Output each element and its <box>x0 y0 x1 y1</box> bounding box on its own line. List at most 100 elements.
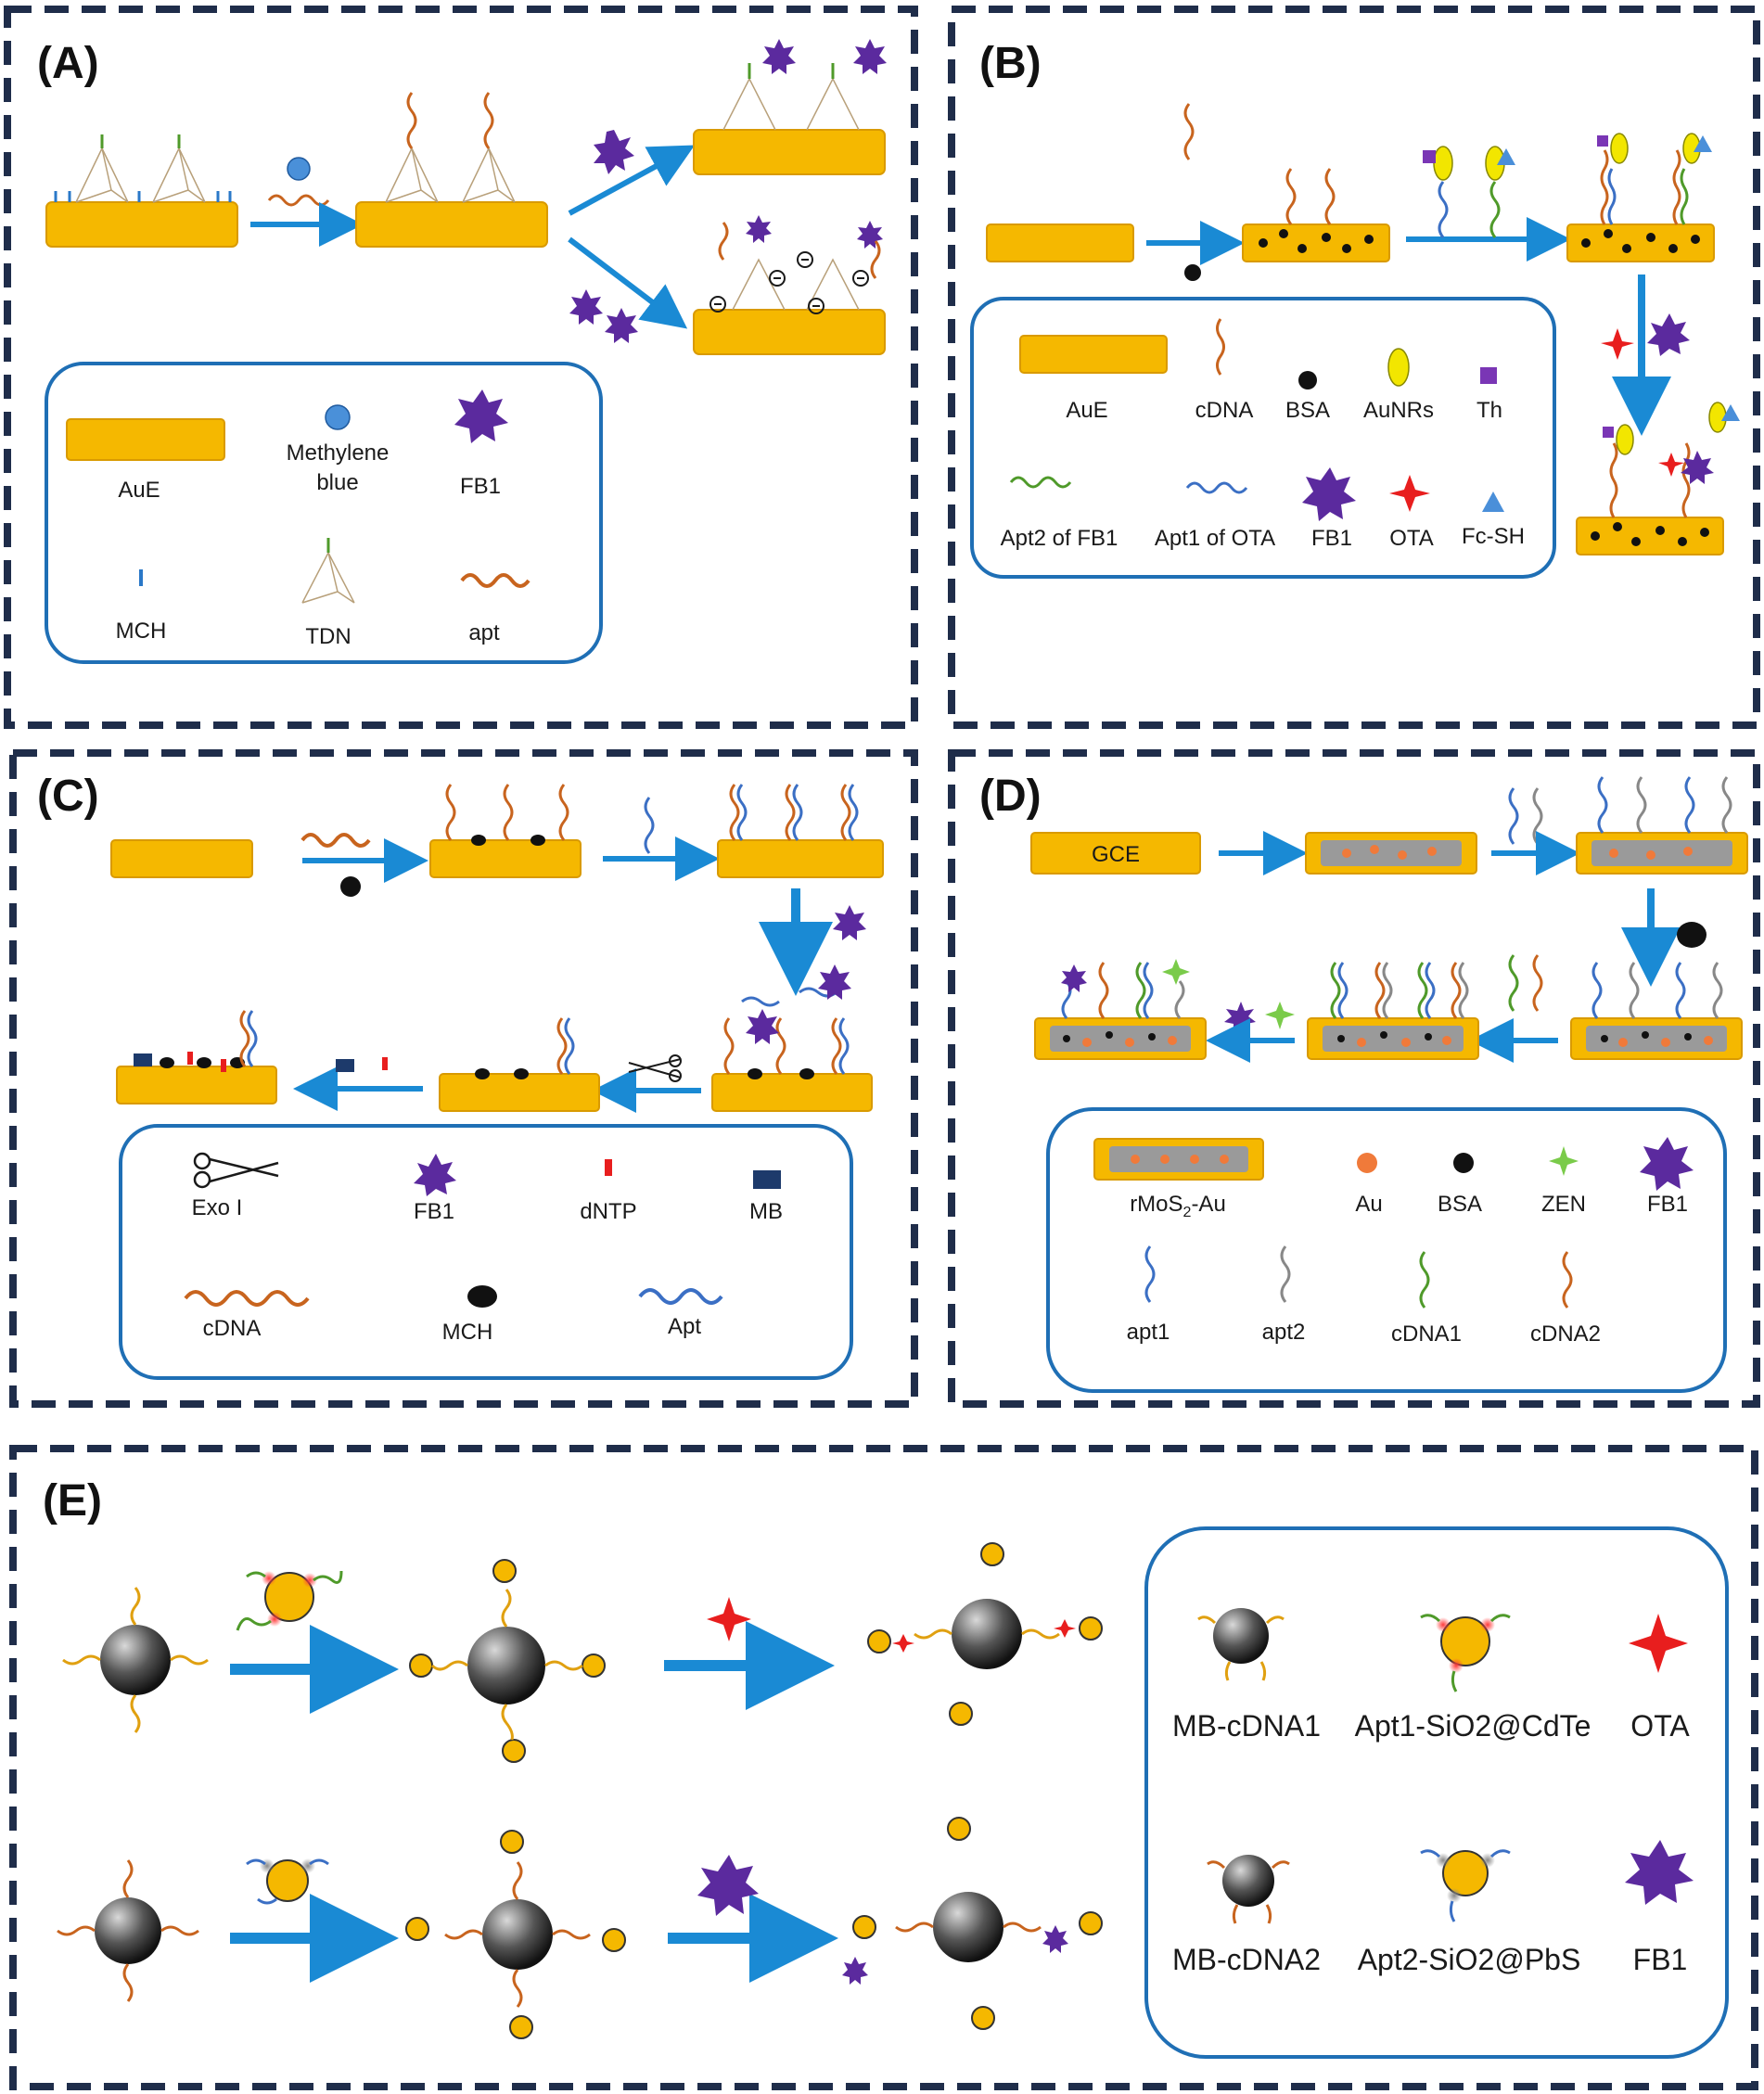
fb1-icon <box>414 1154 456 1196</box>
apt2-sio2-pbs-legend-icon <box>1420 1849 1511 1922</box>
fb1-icon <box>762 39 796 74</box>
apt1-icon <box>1185 481 1248 494</box>
tdn-icon <box>385 147 516 203</box>
fb1-icon <box>1640 1137 1694 1191</box>
legend-mb-cdna1-label: MB-cDNA1 <box>1172 1709 1321 1743</box>
electrode-icon <box>439 1073 600 1112</box>
fb1-icon <box>1302 467 1356 521</box>
bsa-icon <box>1259 229 1374 253</box>
apt2-icon <box>1280 1245 1291 1303</box>
ota-icon <box>1629 1614 1688 1673</box>
mb-cdna1-legend-icon <box>1197 1608 1285 1681</box>
legend-bsa-label: BSA <box>1285 398 1330 423</box>
panel-b-legend <box>970 297 1556 579</box>
rmos2-au-legend-icon <box>1093 1138 1264 1181</box>
duplex-icon <box>729 784 859 841</box>
panel-c-frame <box>9 749 918 1408</box>
legend-methylene-label-1: Methylene <box>287 441 390 466</box>
bsa-blocked-electrode-icon <box>1570 962 1743 1060</box>
bsa-icon <box>1184 264 1201 281</box>
legend-apt2-label: apt2 <box>1262 1320 1306 1345</box>
apt-icon <box>460 573 530 588</box>
electrode-icon <box>693 129 886 175</box>
mb-cdna1-sphere-icon <box>62 1587 209 1733</box>
electrode-icon <box>986 223 1134 262</box>
mb-cdna2-sphere-icon <box>57 1859 199 2002</box>
apt1-icon <box>1144 1245 1156 1303</box>
mb-cdna2-complex-icon <box>405 1830 626 2039</box>
panel-d-legend <box>1046 1107 1727 1393</box>
apt1-sio2-cdte-legend-icon <box>1420 1614 1511 1692</box>
panel-e-label: (E) <box>43 1476 102 1526</box>
legend-apt-label: apt <box>468 620 500 645</box>
apt-icon <box>870 240 881 279</box>
fb1-icon <box>1224 1002 1256 1033</box>
apt-icon <box>564 1017 575 1075</box>
mch-icon <box>467 1285 497 1308</box>
au-icon <box>1357 1153 1377 1173</box>
arrow-icon <box>568 236 688 329</box>
zen-icon <box>1549 1146 1579 1176</box>
panel-e-legend <box>1144 1526 1729 2059</box>
apt-icon <box>1508 787 1543 845</box>
final-electrode-icon <box>1034 959 1207 1060</box>
legend-dntp-label: dNTP <box>580 1199 636 1224</box>
aue-legend-icon <box>1019 335 1168 374</box>
panel-e-frame <box>9 1445 1758 2090</box>
digested-product-icon <box>134 1010 258 1072</box>
fb1-icon <box>1647 313 1690 356</box>
mb-cdna2-legend-icon <box>1207 1855 1290 1924</box>
panel-d-frame <box>948 749 1760 1408</box>
ota-icon <box>1601 328 1634 360</box>
fb1-icon <box>853 39 887 74</box>
aptamer-electrode-icon <box>1576 776 1748 875</box>
panel-a-label: (A) <box>37 39 99 88</box>
legend-fb1-label: FB1 <box>1311 526 1352 551</box>
tdn-icon <box>732 258 860 311</box>
panel-frames <box>4 6 1760 2090</box>
electrode-icon <box>45 201 238 248</box>
fb1-icon <box>454 389 508 443</box>
rmos2-au-electrode-icon <box>1305 832 1477 875</box>
legend-ota-label: OTA <box>1630 1709 1690 1743</box>
cdna-icon <box>184 1290 310 1307</box>
apt2-icon <box>1009 476 1072 489</box>
fb1-icon <box>833 905 866 940</box>
released-fb1-complex-icon <box>842 1817 1103 2030</box>
panel-a-frame <box>4 6 918 729</box>
apt-icon <box>406 92 417 149</box>
legend-mch-label: MCH <box>116 619 167 644</box>
legend-mch-label: MCH <box>442 1320 493 1345</box>
cdna-icon <box>445 784 569 841</box>
panel-c-label: (C) <box>37 772 99 821</box>
mb-icon <box>336 1059 354 1072</box>
legend-th-label: Th <box>1476 398 1502 423</box>
mb-icon <box>753 1170 781 1189</box>
mch-icon <box>340 876 361 897</box>
panel-b-scheme: AuE cDNA BSA AuNRs Th Apt2 of FB1 Apt1 o… <box>970 103 1740 579</box>
legend-apt1-sio2-label: Apt1-SiO2@CdTe <box>1355 1709 1591 1743</box>
legend-exo-label: Exo I <box>192 1195 243 1220</box>
dntp-icon <box>605 1159 612 1176</box>
bsa-icon <box>1453 1153 1474 1173</box>
probe-apt2-icon <box>1485 146 1515 238</box>
panel-d-label: (D) <box>979 772 1042 821</box>
apt1-sio2-cdte-icon <box>236 1570 343 1631</box>
bsa-icon <box>1591 522 1709 546</box>
cdna-icon <box>1508 954 1543 1012</box>
bsa-icon <box>1581 229 1700 253</box>
electrode-icon <box>355 201 548 248</box>
methylene-blue-icon <box>325 404 351 430</box>
legend-bsa-label: BSA <box>1438 1192 1482 1217</box>
fb1-icon <box>569 289 638 343</box>
fb1-icon <box>594 130 634 174</box>
dissociation-icon <box>723 987 850 1075</box>
fb1-icon <box>746 215 883 249</box>
legend-methylene-label-2: blue <box>316 470 358 495</box>
apt-icon <box>644 797 655 854</box>
hybridized-probe-icon <box>1597 133 1712 225</box>
legend-mb-cdna2-label: MB-cDNA2 <box>1172 1943 1321 1976</box>
legend-apt2-sio2-label: Apt2-SiO2@PbS <box>1358 1943 1581 1976</box>
legend-apt1-label: Apt1 of OTA <box>1155 526 1275 551</box>
